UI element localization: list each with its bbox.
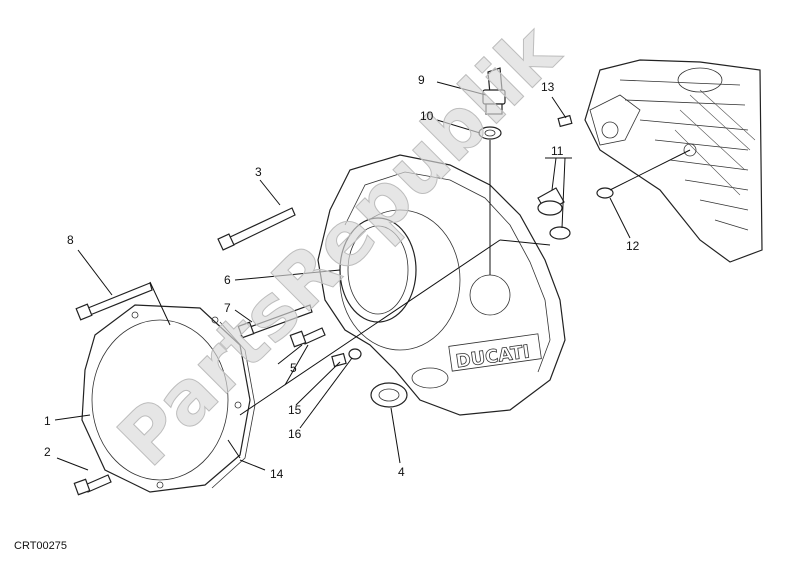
engine-crankcase: [584, 59, 763, 263]
label-10: 10: [420, 109, 434, 123]
label-16: 16: [288, 427, 302, 441]
label-4: 4: [398, 465, 405, 479]
leader-lines: [54, 81, 691, 471]
dowel-pin: [557, 114, 573, 128]
screw-7: [237, 304, 313, 339]
label-5: 5: [290, 361, 297, 375]
label-3: 3: [255, 165, 262, 179]
label-9: 9: [418, 73, 425, 87]
label-13: 13: [541, 80, 555, 94]
o-ring-12: [596, 187, 614, 199]
screw-8: [75, 282, 153, 321]
screw-2: [73, 474, 112, 496]
label-15: 15: [288, 403, 302, 417]
oil-filler-cap: [537, 187, 565, 216]
label-1: 1: [44, 414, 51, 428]
screw-3: [217, 207, 296, 251]
label-12: 12: [626, 239, 640, 253]
label-14: 14: [270, 467, 284, 481]
label-11: 11: [551, 144, 564, 158]
oil-seal: [370, 382, 408, 408]
filler-o-ring: [549, 226, 571, 240]
label-2: 2: [44, 445, 51, 459]
diagram-code: CRT00275: [14, 540, 67, 552]
part-labels: 1 2 3 4 5 6 7 8 9 10 11 12 13 14 15 16: [44, 73, 640, 481]
screw-5: [289, 327, 326, 348]
drain-plug: [331, 348, 362, 368]
label-7: 7: [224, 301, 231, 315]
label-8: 8: [67, 233, 74, 247]
sensor: [482, 67, 506, 115]
label-6: 6: [224, 273, 231, 287]
